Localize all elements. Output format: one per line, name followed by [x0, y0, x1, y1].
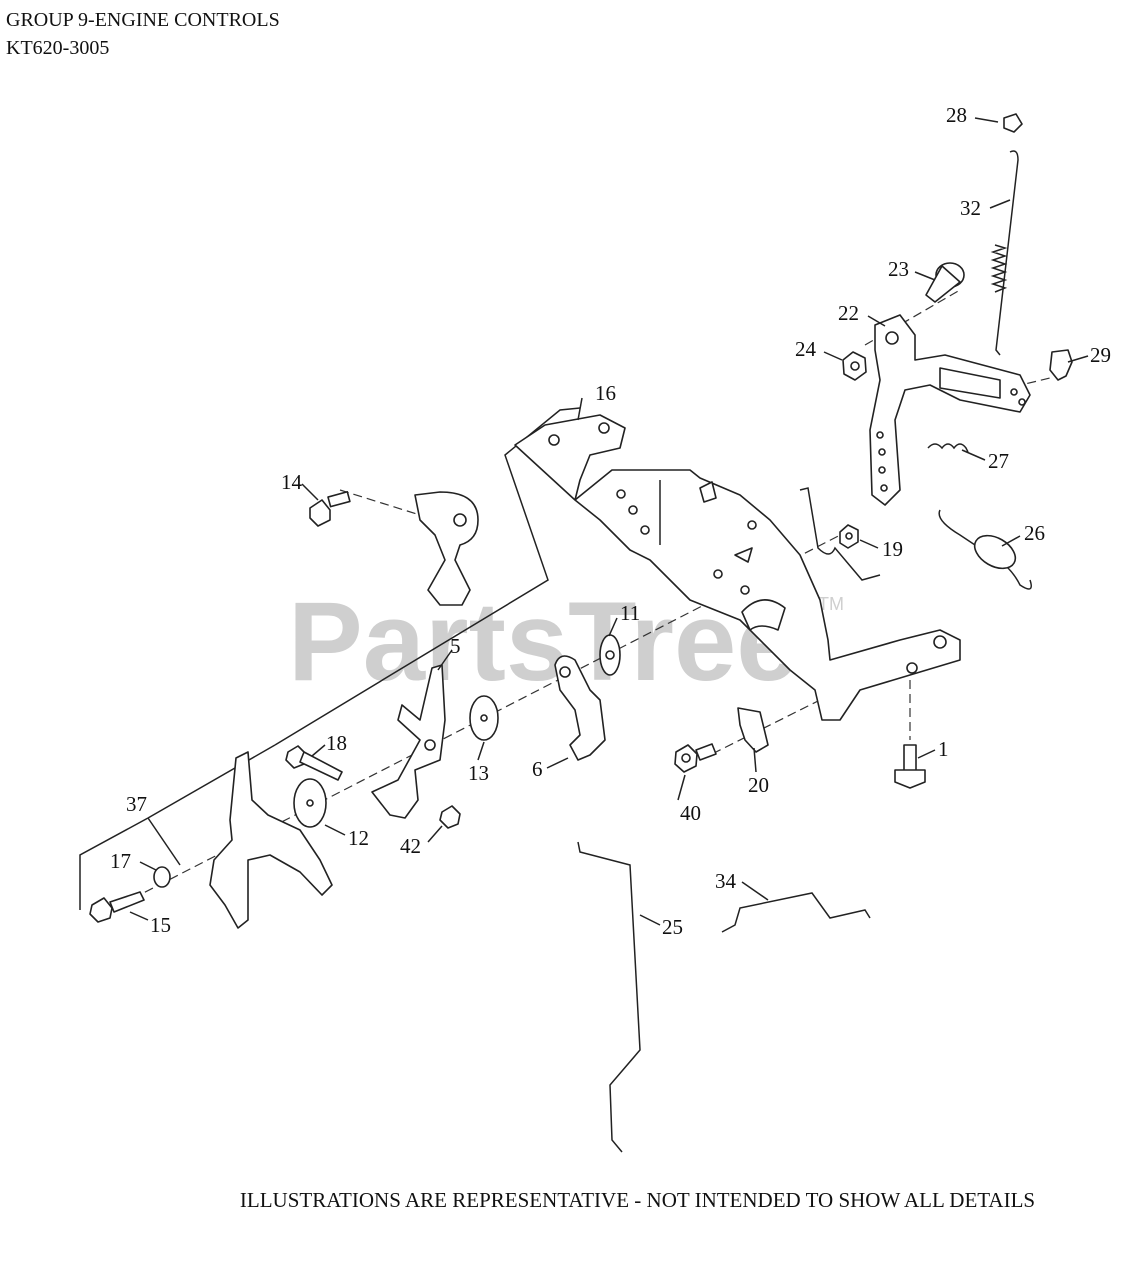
- callout-37: 37: [126, 792, 147, 816]
- washer-12: [293, 778, 327, 828]
- callout-15: 15: [150, 913, 171, 937]
- nut-19: [839, 524, 859, 549]
- callout-23: 23: [888, 257, 909, 281]
- disclaimer-footer: ILLUSTRATIONS ARE REPRESENTATIVE - NOT I…: [239, 1188, 1036, 1212]
- lever-assembly-37: [209, 751, 333, 929]
- bolt-15: [89, 891, 145, 923]
- callout-labels: 28 32 23 22 24 29 27 26 19 16 14 11 5 13…: [110, 103, 1111, 939]
- main-bracket-plate: [514, 414, 961, 721]
- leader-lines: [129, 117, 1089, 926]
- spring-26: [938, 509, 1032, 590]
- rod-32: [990, 150, 1019, 356]
- callout-17: 17: [110, 849, 131, 873]
- washer-17: [153, 866, 171, 888]
- bolt-40: [674, 743, 717, 773]
- callout-24: 24: [795, 337, 817, 361]
- clip-29: [1049, 349, 1073, 381]
- callout-28: 28: [946, 103, 967, 127]
- washer-11: [599, 634, 621, 676]
- washer-13: [469, 695, 499, 741]
- callout-26: 26: [1024, 521, 1045, 545]
- diagram-title: GROUP 9-ENGINE CONTROLS: [6, 9, 280, 31]
- clip-nut-20: [737, 707, 769, 753]
- watermark-trademark: TM: [818, 594, 844, 614]
- bolt-1: [894, 744, 926, 789]
- callout-25: 25: [662, 915, 683, 939]
- callout-1: 1: [938, 737, 949, 761]
- rod-25: [577, 841, 641, 1153]
- callout-20: 20: [748, 773, 769, 797]
- pin-23: [925, 262, 965, 303]
- callout-11: 11: [620, 601, 640, 625]
- callout-5: 5: [450, 634, 461, 658]
- callout-29: 29: [1090, 343, 1111, 367]
- callout-6: 6: [532, 757, 543, 781]
- rod-34: [721, 892, 871, 933]
- nut-42: [439, 805, 461, 829]
- spring-27: [927, 443, 969, 453]
- callout-34: 34: [715, 869, 737, 893]
- group-bracket-16: [274, 407, 581, 746]
- spring-wire: [799, 487, 881, 581]
- callout-14: 14: [281, 470, 303, 494]
- callout-18: 18: [326, 731, 347, 755]
- callout-27: 27: [988, 449, 1009, 473]
- callout-22: 22: [838, 301, 859, 325]
- model-number: KT620-3005: [6, 37, 110, 59]
- bolt-14: [309, 491, 351, 527]
- nut-24: [842, 351, 867, 381]
- callout-13: 13: [468, 761, 489, 785]
- clip-28: [1003, 113, 1023, 133]
- control-lever-22: [869, 314, 1031, 506]
- callout-16: 16: [595, 381, 616, 405]
- callout-40: 40: [680, 801, 701, 825]
- callout-32: 32: [960, 196, 981, 220]
- lever-6: [554, 655, 606, 761]
- lever-5: [371, 664, 446, 819]
- callout-12: 12: [348, 826, 369, 850]
- bolt-18: [285, 745, 343, 781]
- callout-42: 42: [400, 834, 421, 858]
- callout-19: 19: [882, 537, 903, 561]
- group-bracket-37: [79, 817, 149, 910]
